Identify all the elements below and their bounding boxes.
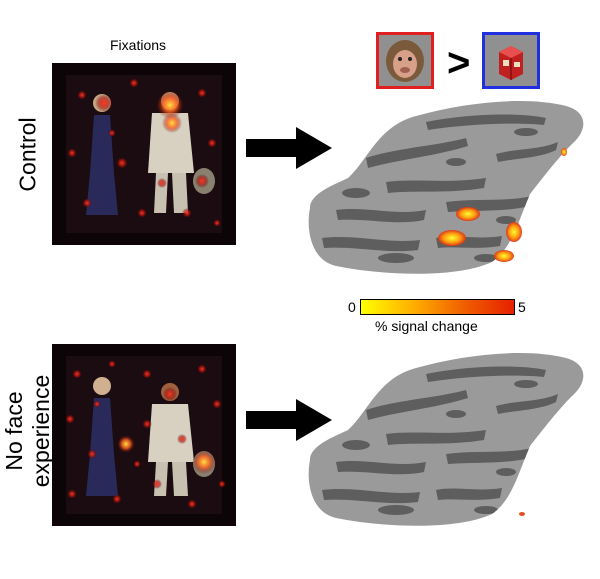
colorbar [360,299,515,315]
greater-than-symbol: > [447,41,471,85]
fixation-spots-no-face [65,360,226,509]
row-label-line-2: experience [28,374,54,488]
arrow-right-icon [246,399,332,441]
row-label-no-face-experience: No face experience [1,361,55,501]
row-label-line-1: No face [1,391,27,471]
colorbar-min-label: 0 [348,299,356,315]
inflated-cortex-no-face [308,353,584,526]
colorbar-max-label: 5 [518,299,526,315]
fixation-heatmap-control [52,63,236,245]
fixations-title: Fixations [110,37,167,53]
activation-clusters [438,148,567,262]
arrow-right-icon [246,127,332,169]
colorbar-title: % signal change [375,318,478,334]
woman-figure [86,377,118,496]
object-box-icon [482,32,540,89]
fixation-heatmap-no-face [52,344,236,526]
fixation-spots-control [67,78,221,227]
activation-speck [519,512,525,516]
monkey-face-icon [376,32,434,89]
row-label-control: Control [15,95,42,215]
inflated-cortex-control [308,101,584,274]
row-label-control-text: Control [14,117,41,192]
